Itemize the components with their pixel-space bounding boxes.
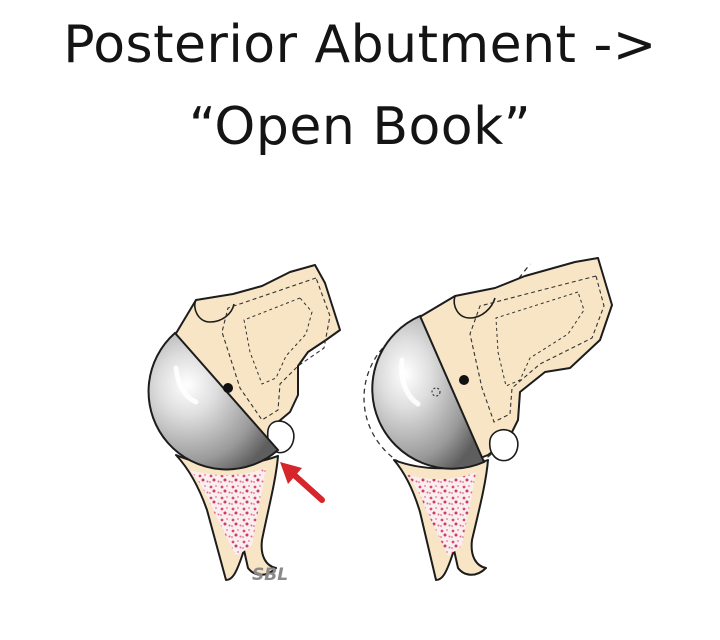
right-cancellous-bone (406, 472, 476, 556)
title-line-1: Posterior Abutment -> (63, 15, 657, 75)
left-rotation-center (223, 383, 233, 393)
right-greater-tuberosity (453, 295, 496, 319)
left-stem-outline (221, 277, 331, 421)
signature-text: SBL (252, 565, 288, 585)
right-prosthetic-head (371, 314, 486, 470)
left-greater-tuberosity (194, 299, 235, 323)
right-humerus-shaft (417, 257, 613, 463)
left-prosthetic-head (147, 331, 280, 471)
right-original-center-marker (431, 387, 441, 397)
left-arrow-head (280, 462, 302, 484)
left-arrow-shaft (289, 470, 325, 503)
left-stem-inner (243, 297, 313, 385)
left-head-highlight (173, 365, 199, 405)
right-head-highlight (399, 357, 421, 407)
right-stem-inner (495, 291, 585, 387)
left-cancellous-bone (190, 468, 266, 556)
slide-title: Posterior Abutment -> “Open Book” (0, 4, 720, 168)
right-panel (363, 257, 613, 581)
right-lesser-tuberosity (488, 428, 519, 462)
title-line-2: “Open Book” (188, 97, 532, 157)
left-panel: SBL (147, 264, 341, 585)
right-rotation-center (459, 375, 469, 385)
